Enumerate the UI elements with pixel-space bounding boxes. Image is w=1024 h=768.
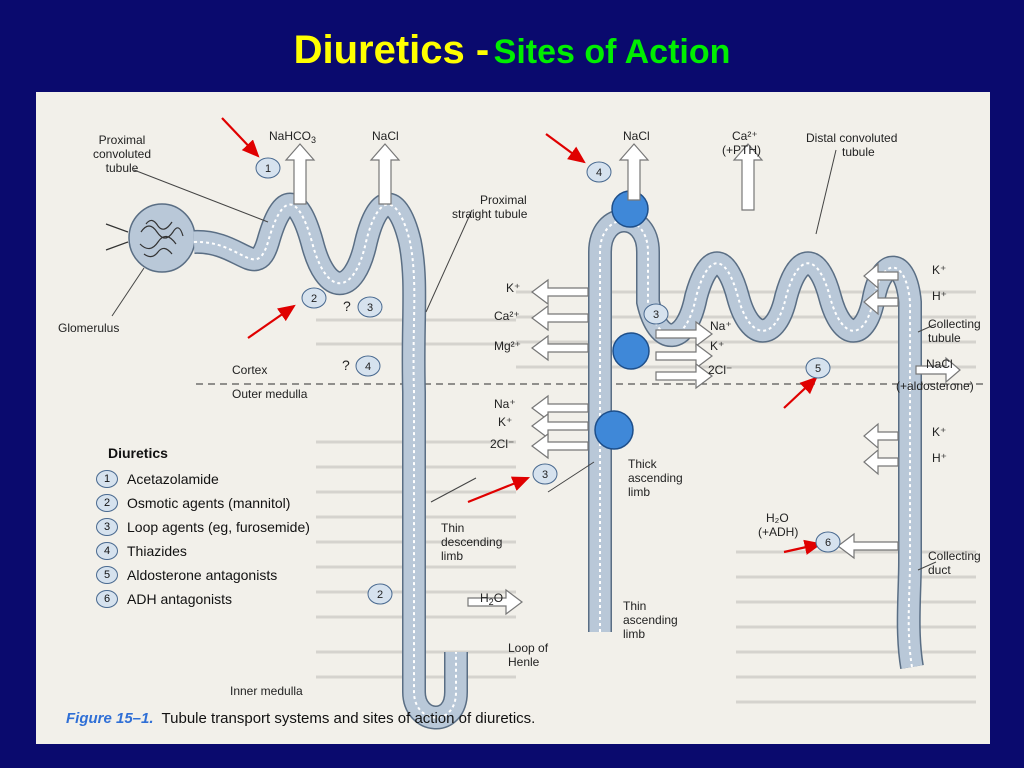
label-inner-medulla: Inner medulla: [230, 684, 303, 698]
label-collecting-duct-1: Collecting: [928, 549, 981, 563]
label-collecting-duct-2: duct: [928, 563, 951, 577]
legend-num: 3: [96, 518, 118, 536]
label-outer-medulla: Outer medulla: [232, 387, 308, 401]
label-k-plus-right: K⁺: [710, 339, 724, 353]
label-2cl-left: 2Cl⁻: [490, 437, 514, 451]
legend-label: Acetazolamide: [127, 471, 219, 487]
site-1: 1: [265, 163, 271, 175]
site-6: 6: [825, 537, 831, 549]
label-ca-pth-2: (+PTH): [722, 143, 761, 157]
slide-title: Diuretics - Sites of Action: [0, 28, 1024, 73]
pointer-lines: [111, 149, 937, 571]
site-3b: 3: [653, 309, 659, 321]
red-indicator-arrows: [221, 117, 823, 555]
legend-item: 6 ADH antagonists: [96, 587, 310, 611]
transport-arrows: [284, 143, 961, 616]
label-ca-pth-1: Ca²⁺: [732, 129, 758, 143]
label-h2o: H2O: [480, 591, 503, 607]
label-2cl-right: 2Cl⁻: [708, 363, 732, 377]
legend: 1 Acetazolamide 2 Osmotic agents (mannitol…: [96, 467, 310, 611]
caption-figure-number: Figure 15–1.: [66, 710, 154, 727]
label-nacl-distal: NaCl: [623, 129, 650, 143]
question-mark-2: ?: [342, 357, 350, 373]
legend-label: ADH antagonists: [127, 591, 233, 607]
label-thin-asc-1: Thin: [623, 599, 646, 613]
label-cd-aldo: (+aldosterone): [896, 379, 974, 393]
legend-num: 5: [96, 566, 118, 584]
proximal-tubule: [193, 192, 468, 730]
label-cortex: Cortex: [232, 363, 267, 377]
site-4b: 4: [596, 167, 602, 179]
legend-item: 2 Osmotic agents (mannitol): [96, 491, 310, 515]
label-thin-desc-2: descending: [441, 535, 502, 549]
label-thin-asc-2: ascending: [623, 613, 678, 627]
question-mark-1: ?: [343, 298, 351, 314]
legend-item: 5 Aldosterone antagonists: [96, 563, 310, 587]
label-thick-asc-1: Thick: [628, 457, 658, 471]
legend-num: 2: [96, 494, 118, 512]
label-collecting-tubule-1: Collecting: [928, 317, 981, 331]
label-thick-asc-3: limb: [628, 485, 650, 499]
label-loop-henle-1: Loop of: [508, 641, 549, 655]
label-proximal-straight-2: straight tubule: [452, 207, 528, 221]
legend-item: 4 Thiazides: [96, 539, 310, 563]
site-2a: 2: [311, 293, 317, 305]
textbook-figure: 1 2 ? 3 ? 4 4 3 3 5 6 2 Proximal convolu…: [36, 92, 990, 744]
label-proximal-2: convoluted: [93, 147, 151, 161]
label-adh: (+ADH): [758, 525, 798, 539]
label-thin-desc-3: limb: [441, 549, 463, 563]
label-cd-k: K⁺: [932, 263, 946, 277]
figure-caption: Figure 15–1. Tubule transport systems and…: [66, 710, 535, 727]
label-adh-h2o: H₂O: [766, 511, 789, 525]
diagram-labels: Proximal convoluted tubule Glomerulus Na…: [58, 129, 981, 698]
label-k-plus: K⁺: [506, 281, 520, 295]
label-loop-henle-2: Henle: [508, 655, 540, 669]
label-cd-h: H⁺: [932, 289, 947, 303]
label-thick-asc-2: ascending: [628, 471, 683, 485]
legend-label: Thiazides: [127, 543, 187, 559]
label-na-plus-left: Na⁺: [494, 397, 516, 411]
label-nacl-proximal: NaCl: [372, 129, 399, 143]
label-distal-1: Distal convoluted: [806, 131, 897, 145]
label-proximal-3: tubule: [106, 161, 139, 175]
label-proximal-1: Proximal: [99, 133, 146, 147]
distal-tubule: [588, 208, 924, 670]
nephron-diagram: 1 2 ? 3 ? 4 4 3 3 5 6 2 Proximal convolu…: [58, 117, 986, 730]
label-distal-2: tubule: [842, 145, 875, 159]
legend-item: 3 Loop agents (eg, furosemide): [96, 515, 310, 539]
label-ca-2plus: Ca²⁺: [494, 309, 520, 323]
label-cd-nacl: NaCl: [926, 357, 953, 371]
site-3c: 3: [542, 469, 548, 481]
label-na-plus-right: Na⁺: [710, 319, 732, 333]
label-k-plus-left: K⁺: [498, 415, 512, 429]
label-thin-desc-1: Thin: [441, 521, 464, 535]
site-3a: 3: [367, 302, 373, 314]
label-collecting-tubule-2: tubule: [928, 331, 961, 345]
pump-thick-lower: [594, 410, 634, 450]
pump-thick-upper: [612, 332, 650, 370]
label-thin-asc-3: limb: [623, 627, 645, 641]
title-main: Diuretics -: [293, 28, 490, 72]
caption-text: Tubule transport systems and sites of ac…: [161, 710, 536, 727]
legend-item: 1 Acetazolamide: [96, 467, 310, 491]
site-5: 5: [815, 363, 821, 375]
glomerulus: [105, 203, 196, 273]
legend-num: 1: [96, 470, 118, 488]
legend-label: Aldosterone antagonists: [127, 567, 278, 583]
label-proximal-straight-1: Proximal: [480, 193, 527, 207]
legend-num: 4: [96, 542, 118, 560]
label-nahco3: NaHCO3: [269, 129, 316, 145]
legend-label: Loop agents (eg, furosemide): [127, 519, 310, 535]
site-badges: 1 2 ? 3 ? 4 4 3 3 5 6 2: [255, 157, 841, 605]
site-2b: 2: [377, 589, 383, 601]
title-sub: Sites of Action: [493, 33, 731, 71]
label-cd-k2: K⁺: [932, 425, 946, 439]
legend-num: 6: [96, 590, 118, 608]
label-glomerulus: Glomerulus: [58, 321, 119, 335]
legend-title: Diuretics: [108, 445, 168, 461]
label-cd-h2: H⁺: [932, 451, 947, 465]
legend-label: Osmotic agents (mannitol): [127, 495, 291, 511]
label-mg-2plus: Mg²⁺: [494, 339, 521, 353]
site-4a: 4: [365, 361, 371, 373]
